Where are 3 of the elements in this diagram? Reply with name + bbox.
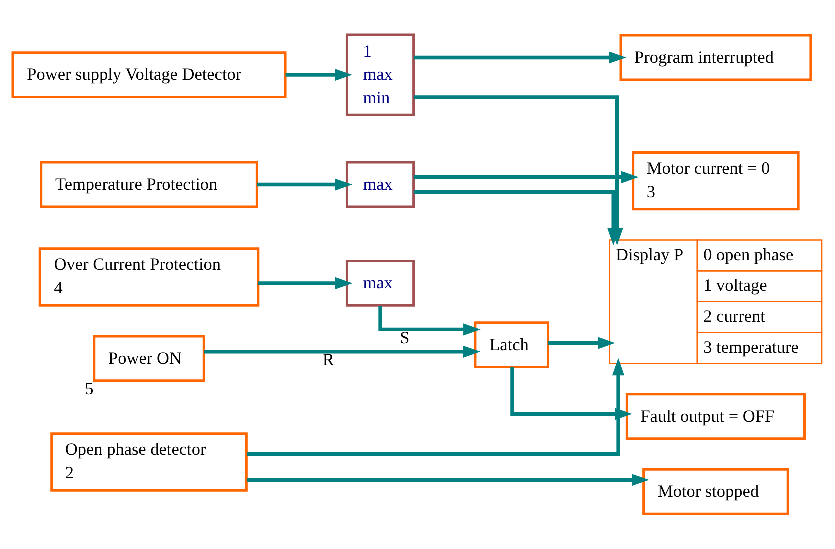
edge-label: S xyxy=(400,328,410,348)
node-label: 5 xyxy=(85,380,94,399)
edge-label: R xyxy=(322,350,334,370)
